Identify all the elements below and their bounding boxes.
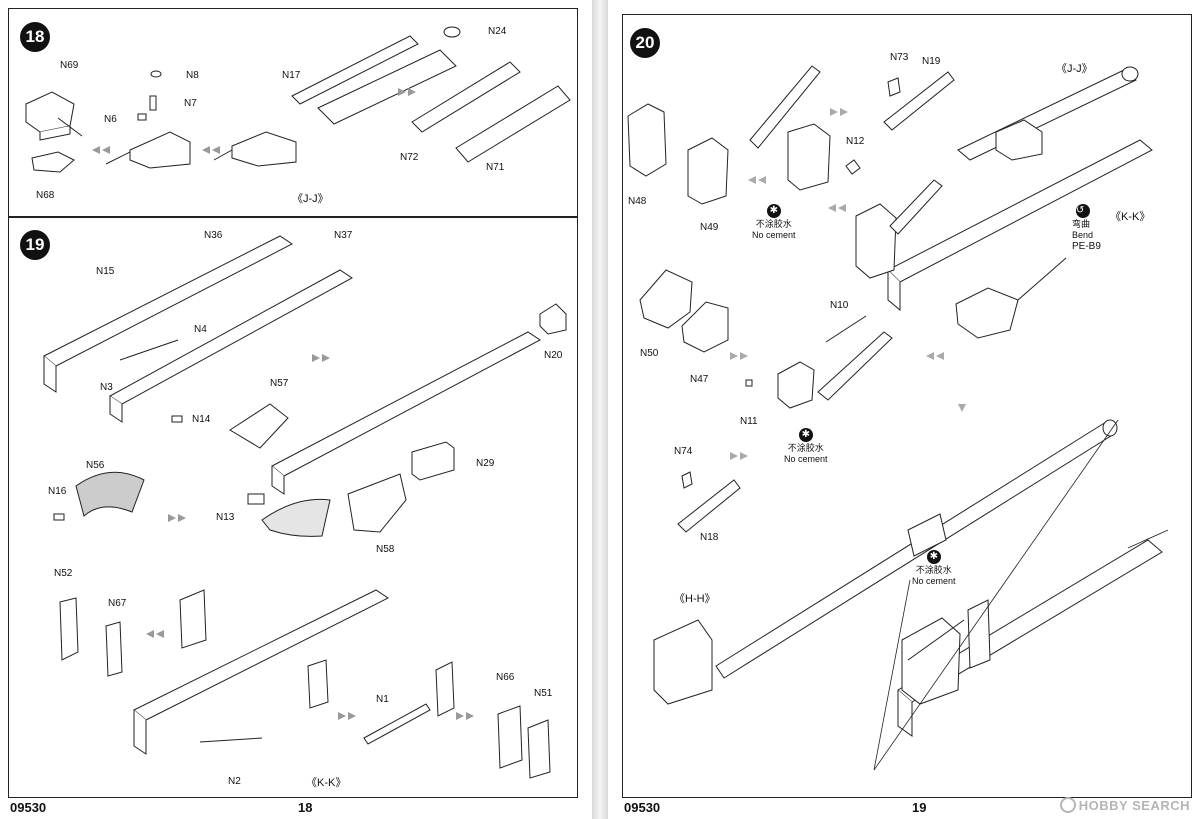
page-number-right: 19 xyxy=(912,800,927,815)
no-cement-note-2: ✱ 不涂胶水 No cement xyxy=(784,428,828,465)
part-label-n12: N12 xyxy=(846,136,865,147)
no-cement-note-1: ✱ 不涂胶水 No cement xyxy=(752,204,796,241)
no-cement-en: No cement xyxy=(784,454,828,464)
view-ref-hh: 《H-H》 xyxy=(674,593,716,605)
part-label-n74: N74 xyxy=(674,446,693,457)
view-ref-jj-left: 《J-J》 xyxy=(292,193,329,205)
part-label-n73: N73 xyxy=(890,52,909,63)
no-cement-icon: ✱ xyxy=(926,550,941,564)
part-label-n19: N19 xyxy=(922,56,941,67)
footer-code-right: 09530 xyxy=(624,800,661,815)
no-cement-zh: 不涂胶水 xyxy=(755,219,792,229)
step19-frame xyxy=(8,216,578,798)
part-label-n49: N49 xyxy=(700,222,719,233)
step18-frame xyxy=(8,8,578,218)
no-cement-en: No cement xyxy=(912,576,956,586)
part-label-n52: N52 xyxy=(54,568,73,579)
part-label-n29: N29 xyxy=(476,458,495,469)
binding-gutter xyxy=(592,0,608,819)
left-page: 18 N69 N8 N7 N6 N68 N17 N24 N72 N71 《J-J… xyxy=(0,0,592,819)
part-label-n48: N48 xyxy=(628,196,647,207)
part-label-n36: N36 xyxy=(204,230,223,241)
part-label-n2: N2 xyxy=(228,776,241,787)
no-cement-icon: ✱ xyxy=(766,204,781,218)
part-label-n20: N20 xyxy=(544,350,563,361)
part-label-n16: N16 xyxy=(48,486,67,497)
part-label-n66: N66 xyxy=(496,672,515,683)
step20-frame xyxy=(622,14,1192,798)
step-19-badge: 19 xyxy=(20,230,50,260)
bend-icon: ↺ xyxy=(1076,204,1090,218)
part-label-n13: N13 xyxy=(216,512,235,523)
no-cement-zh: 不涂胶水 xyxy=(915,565,952,575)
part-label-n57: N57 xyxy=(270,378,289,389)
view-ref-jj-right: 《J-J》 xyxy=(1056,63,1093,75)
part-label-n6: N6 xyxy=(104,114,117,125)
page-number-left: 18 xyxy=(298,800,313,815)
step-20-badge: 20 xyxy=(630,28,660,58)
part-label-n8: N8 xyxy=(186,70,199,81)
no-cement-icon: ✱ xyxy=(798,428,813,442)
part-label-n7: N7 xyxy=(184,98,197,109)
part-label-n18: N18 xyxy=(700,532,719,543)
part-label-n47: N47 xyxy=(690,374,709,385)
part-label-n69: N69 xyxy=(60,60,79,71)
part-label-n67: N67 xyxy=(108,598,127,609)
step-18-badge: 18 xyxy=(20,22,50,52)
watermark-logo-icon xyxy=(1059,797,1076,813)
part-label-n11: N11 xyxy=(740,416,758,427)
part-label-n51: N51 xyxy=(534,688,553,699)
right-page: 20 N73 N19 《J-J》 N48 N49 N12 ✱ 不涂胶水 No c… xyxy=(608,0,1200,819)
part-label-n10: N10 xyxy=(830,300,849,311)
part-label-n14: N14 xyxy=(192,414,211,425)
part-label-n1: N1 xyxy=(376,694,389,705)
part-label-n56: N56 xyxy=(86,460,105,471)
part-label-n68: N68 xyxy=(36,190,55,201)
view-ref-kk-right: 《K-K》 xyxy=(1110,211,1151,223)
watermark: HOBBY SEARCH xyxy=(1059,797,1190,813)
footer-code-left: 09530 xyxy=(10,800,47,815)
assembly-illustration-left xyxy=(25,26,571,779)
part-label-n71: N71 xyxy=(486,162,505,173)
part-label-n72: N72 xyxy=(400,152,419,163)
part-label-n50: N50 xyxy=(640,348,659,359)
no-cement-en: No cement xyxy=(752,230,796,240)
view-ref-kk-left: 《K-K》 xyxy=(306,777,347,789)
bend-note: ↺ 弯曲 Bend PE-B9 xyxy=(1072,204,1101,252)
bend-en: Bend xyxy=(1072,230,1094,240)
no-cement-zh: 不涂胶水 xyxy=(787,443,824,453)
part-label-n17: N17 xyxy=(282,70,301,81)
bend-zh: 弯曲 xyxy=(1072,219,1091,229)
part-label-n15: N15 xyxy=(96,266,115,277)
bend-part: PE-B9 xyxy=(1072,241,1101,252)
part-label-n3: N3 xyxy=(100,382,113,393)
assembly-illustration-right xyxy=(627,65,1169,771)
part-label-n4: N4 xyxy=(194,324,207,335)
watermark-text: HOBBY SEARCH xyxy=(1078,798,1190,813)
part-label-n58: N58 xyxy=(376,544,395,555)
no-cement-note-3: ✱ 不涂胶水 No cement xyxy=(912,550,956,587)
part-label-n37: N37 xyxy=(334,230,353,241)
part-label-n24: N24 xyxy=(488,26,507,37)
